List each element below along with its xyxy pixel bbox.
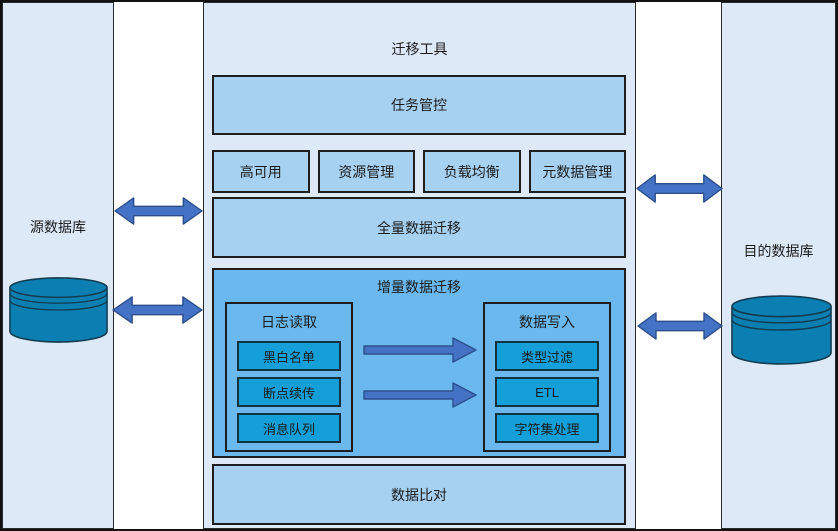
- bidirectional-arrow-icon: [636, 174, 723, 203]
- item-label: 类型过滤: [520, 349, 573, 365]
- flow-arrow-icon: [363, 337, 477, 363]
- log-read-item: 消息队列: [237, 413, 341, 443]
- data-compare-label: 数据比对: [391, 486, 447, 503]
- data-write-item: 字符集处理: [495, 413, 599, 443]
- bidirectional-arrow-icon: [114, 197, 203, 225]
- capability-box-metadata-management: 元数据管理: [528, 150, 626, 193]
- data-write-group: 数据写入 类型过滤 ETL 字符集处理: [483, 302, 611, 452]
- capability-box-load-balancing: 负载均衡: [423, 150, 521, 193]
- source-database-panel: 源数据库: [2, 2, 114, 529]
- database-icon: [8, 276, 109, 344]
- destination-database-label: 目的数据库: [743, 243, 814, 259]
- full-migration-bar: 全量数据迁移: [212, 197, 626, 258]
- task-control-label: 任务管控: [391, 97, 447, 113]
- task-control-bar: 任务管控: [212, 75, 626, 135]
- capability-box-high-availability: 高可用: [212, 150, 310, 193]
- capability-row: 高可用 资源管理 负载均衡 元数据管理: [212, 150, 626, 193]
- data-write-item: 类型过滤: [495, 341, 599, 371]
- full-migration-label: 全量数据迁移: [377, 219, 461, 236]
- tool-title: 迁移工具: [391, 41, 448, 57]
- log-read-item: 黑白名单: [237, 341, 341, 371]
- migration-tool-panel: 迁移工具 任务管控 高可用 资源管理 负载均衡 元数据管理 全量数据迁移 增量数…: [203, 2, 636, 529]
- capability-label: 高可用: [239, 163, 282, 180]
- data-compare-bar: 数据比对: [212, 464, 626, 525]
- data-write-item: ETL: [495, 377, 599, 407]
- item-label: ETL: [535, 384, 559, 400]
- bidirectional-arrow-icon: [112, 296, 203, 324]
- database-icon: [730, 294, 833, 366]
- item-label: 黑白名单: [262, 349, 315, 365]
- source-database-label: 源数据库: [30, 219, 86, 235]
- capability-label: 元数据管理: [542, 163, 613, 180]
- capability-box-resource-management: 资源管理: [317, 150, 415, 193]
- data-write-title: 数据写入: [519, 314, 575, 330]
- incremental-title: 增量数据迁移: [377, 279, 461, 295]
- capability-label: 负载均衡: [443, 163, 500, 180]
- item-label: 消息队列: [262, 421, 315, 437]
- log-read-title: 日志读取: [261, 314, 317, 330]
- bidirectional-arrow-icon: [637, 312, 723, 340]
- capability-label: 资源管理: [338, 163, 395, 180]
- item-label: 断点续传: [262, 385, 315, 401]
- flow-arrow-icon: [363, 382, 477, 408]
- destination-database-panel: 目的数据库: [721, 2, 836, 529]
- log-read-group: 日志读取 黑白名单 断点续传 消息队列: [225, 302, 353, 452]
- incremental-migration-panel: 增量数据迁移 日志读取 黑白名单 断点续传 消息队列: [212, 268, 626, 458]
- item-label: 字符集处理: [514, 421, 580, 437]
- log-read-item: 断点续传: [237, 377, 341, 407]
